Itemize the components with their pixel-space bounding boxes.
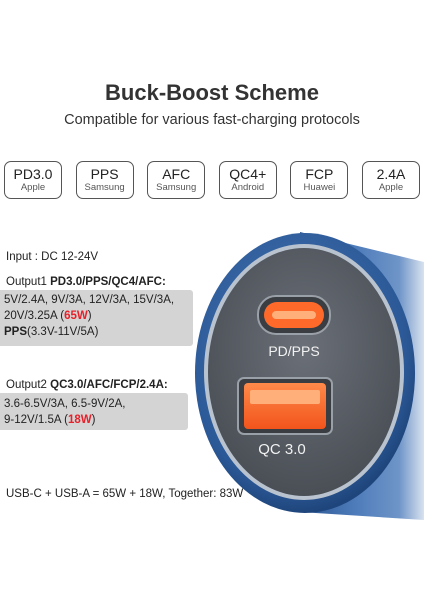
input-spec: Input : DC 12-24V [6, 251, 99, 263]
usb-a-port-label: QC 3.0 [258, 441, 306, 458]
output2-spec-lines: 3.6-6.5V/3A, 6.5-9V/2A, 9-12V/1.5A (18W) [4, 396, 125, 428]
badge-brand: Huawei [303, 182, 336, 193]
badge-brand: Samsung [156, 182, 197, 193]
output1-line1: 5V/2.4A, 9V/3A, 12V/3A, 15V/3A, [4, 294, 175, 306]
output2-line1: 3.6-6.5V/3A, 6.5-9V/2A, [4, 398, 126, 410]
badge-name: PPS [90, 166, 119, 182]
output2-line2-pre: 9-12V/1.5A ( [4, 414, 68, 426]
usb-c-port-label: PD/PPS [268, 343, 320, 359]
output2-line2-post: ) [91, 414, 96, 426]
output1-spec-lines: 5V/2.4A, 9V/3A, 12V/3A, 15V/3A, 20V/3.25… [4, 292, 174, 340]
output2-protocols: QC3.0/AFC/FCP/2.4A: [50, 379, 168, 391]
badge-name: 2.4A [376, 166, 406, 182]
badge-name: PD3.0 [13, 166, 53, 182]
badge-pps: PPS Samsung [75, 161, 134, 199]
badge-pd30: PD3.0 Apple [4, 161, 62, 199]
badge-24a: 2.4A Apple [361, 161, 420, 199]
output2-power-highlight: 18W [67, 414, 92, 426]
badge-fcp: FCP Huawei [290, 161, 349, 199]
output1-power-highlight: 65W [64, 310, 88, 322]
badge-name: FCP [305, 166, 334, 182]
badge-brand: Apple [378, 182, 404, 193]
badge-name: AFC [162, 166, 191, 182]
badge-brand: Samsung [84, 182, 125, 193]
output2-spec-box [0, 393, 188, 430]
output1-line3: PPS(3.3V-11V/5A) [4, 324, 174, 340]
badge-brand: Android [231, 182, 265, 193]
power-summary: USB-C + USB-A = 65W + 18W, Together: 83W [6, 488, 244, 500]
output1-line2-pre: 20V/3.25A ( [4, 310, 65, 322]
output2-heading: Output2 QC3.0/AFC/FCP/2.4A: [6, 377, 168, 393]
badge-qc4plus: QC4+ Android [218, 161, 277, 199]
output2-line2: 9-12V/1.5A (18W) [4, 412, 125, 428]
page-subtitle: Compatible for various fast-charging pro… [64, 112, 360, 128]
output1-prefix: Output1 [6, 276, 51, 288]
output1-heading: Output1 PD3.0/PPS/QC4/AFC: [6, 274, 166, 290]
output1-spec-box [0, 290, 193, 346]
protocol-badges: PD3.0 Apple PPS Samsung AFC Samsung QC4+… [4, 161, 420, 201]
badge-afc: AFC Samsung [147, 161, 206, 199]
output1-pps-range: (3.3V-11V/5A) [27, 326, 99, 338]
output1-protocols: PD3.0/PPS/QC4/AFC: [50, 276, 166, 288]
page-title: Buck-Boost Scheme [105, 80, 319, 105]
output2-prefix: Output2 [6, 379, 51, 391]
output1-line2-post: ) [87, 310, 92, 322]
badge-brand: Apple [20, 182, 46, 193]
output1-pps-label: PPS [4, 326, 28, 338]
badge-name: QC4+ [229, 166, 267, 182]
output1-line2: 20V/3.25A (65W) [4, 308, 174, 324]
